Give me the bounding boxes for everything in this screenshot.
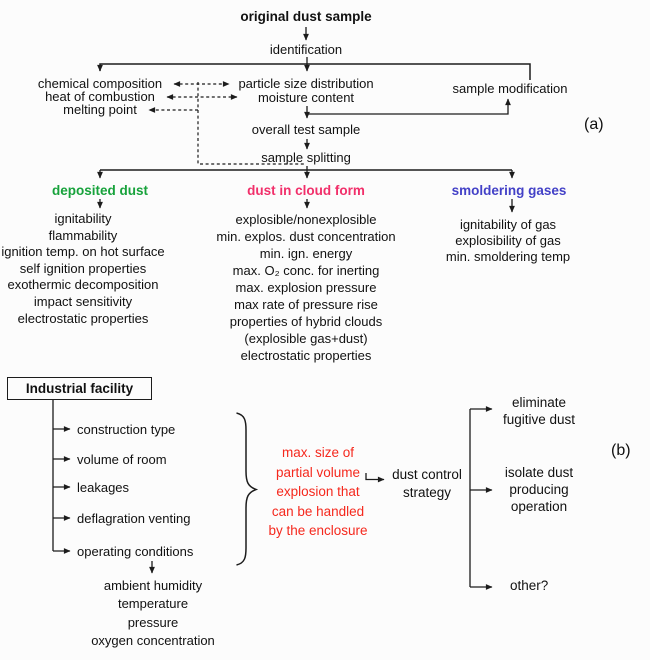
overall-test-sample-label: overall test sample bbox=[251, 122, 361, 137]
option-other: other? bbox=[510, 578, 549, 593]
branch-title-deposited-dust: deposited dust bbox=[51, 183, 149, 198]
list-item: properties of hybrid clouds bbox=[229, 314, 383, 329]
sample-splitting-label: sample splitting bbox=[261, 150, 351, 165]
sample-modification-label: sample modification bbox=[452, 81, 568, 96]
list-item: oxygen concentration bbox=[91, 633, 215, 649]
list-item: explosible/nonexplosible bbox=[235, 212, 377, 227]
dust-control-strategy-label: dust control strategy bbox=[392, 466, 462, 501]
strategy-line: strategy bbox=[402, 484, 452, 500]
option-isolate-dust-producing-operation: isolate dust producing operation bbox=[504, 465, 574, 514]
list-item: max rate of pressure rise bbox=[234, 297, 378, 312]
factor-volume-of-room: volume of room bbox=[77, 452, 167, 467]
ambient-conditions-list: ambient humidity temperature pressure ox… bbox=[91, 577, 215, 651]
brace bbox=[236, 412, 259, 566]
identification-label: identification bbox=[269, 42, 343, 57]
root-label: original dust sample bbox=[240, 9, 372, 24]
list-item: ambient humidity bbox=[103, 578, 203, 593]
industrial-facility-box: Industrial facility bbox=[7, 377, 152, 400]
list-item: ignitability of gas bbox=[459, 217, 557, 232]
factor-leakages: leakages bbox=[77, 480, 130, 495]
branch-title-dust-in-cloud: dust in cloud form bbox=[247, 183, 365, 198]
deposited-dust-list: ignitability flammability ignition temp.… bbox=[1, 211, 164, 327]
preliminary-test-line: chemical composition bbox=[37, 76, 163, 91]
sample-test-line: particle size distribution bbox=[238, 76, 374, 91]
note-line: can be handled bbox=[271, 503, 365, 519]
list-item: ignitability bbox=[54, 211, 112, 226]
list-item: min. ign. energy bbox=[259, 246, 353, 261]
preliminary-test-line: heat of combustion bbox=[45, 89, 155, 104]
max-size-note: max. size of partial volume explosion th… bbox=[268, 443, 367, 541]
panel-a-label: (a) bbox=[584, 116, 604, 133]
smoldering-gases-list: ignitability of gas explosibility of gas… bbox=[446, 217, 570, 265]
note-line: partial volume bbox=[275, 464, 361, 480]
list-item: electrostatic properties bbox=[17, 310, 149, 326]
factor-deflagration-venting: deflagration venting bbox=[77, 511, 191, 526]
list-item: impact sensitivity bbox=[33, 293, 133, 309]
list-item: (explosible gas+dust) bbox=[244, 331, 368, 346]
panel-b-label: (b) bbox=[611, 442, 631, 459]
branch-title-smoldering-gases: smoldering gases bbox=[451, 183, 567, 198]
list-item: electrostatic properties bbox=[240, 348, 372, 363]
list-item: min. explos. dust concentration bbox=[216, 229, 396, 244]
factor-operating-conditions: operating conditions bbox=[77, 544, 194, 559]
factor-construction-type: construction type bbox=[77, 422, 176, 437]
list-item: self ignition properties bbox=[19, 260, 147, 276]
list-item: exothermic decomposition bbox=[7, 277, 159, 293]
preliminary-tests: chemical composition heat of combustion … bbox=[38, 77, 162, 116]
industrial-facility-label: Industrial facility bbox=[25, 381, 134, 396]
list-item: pressure bbox=[127, 614, 179, 630]
sample-tests: particle size distribution moisture cont… bbox=[238, 77, 373, 104]
note-line: by the enclosure bbox=[268, 523, 368, 539]
sample-test-line: moisture content bbox=[257, 89, 355, 105]
option-eliminate-fugitive-dust: eliminate fugitive dust bbox=[502, 395, 576, 427]
list-item: temperature bbox=[117, 596, 189, 612]
list-item: max. O₂ conc. for inerting bbox=[232, 263, 380, 278]
list-item: explosibility of gas bbox=[455, 233, 561, 248]
note-line: explosion that bbox=[276, 484, 360, 500]
preliminary-test-line: melting point bbox=[63, 102, 137, 117]
list-item: flammability bbox=[48, 227, 118, 243]
list-item: ignition temp. on hot surface bbox=[1, 244, 165, 260]
list-item: min. smoldering temp bbox=[445, 249, 571, 264]
list-item: max. explosion pressure bbox=[235, 280, 377, 295]
note-line: max. size of bbox=[281, 445, 355, 460]
dust-cloud-list: explosible/nonexplosible min. explos. du… bbox=[216, 211, 395, 364]
strategy-line: dust control bbox=[392, 467, 462, 482]
